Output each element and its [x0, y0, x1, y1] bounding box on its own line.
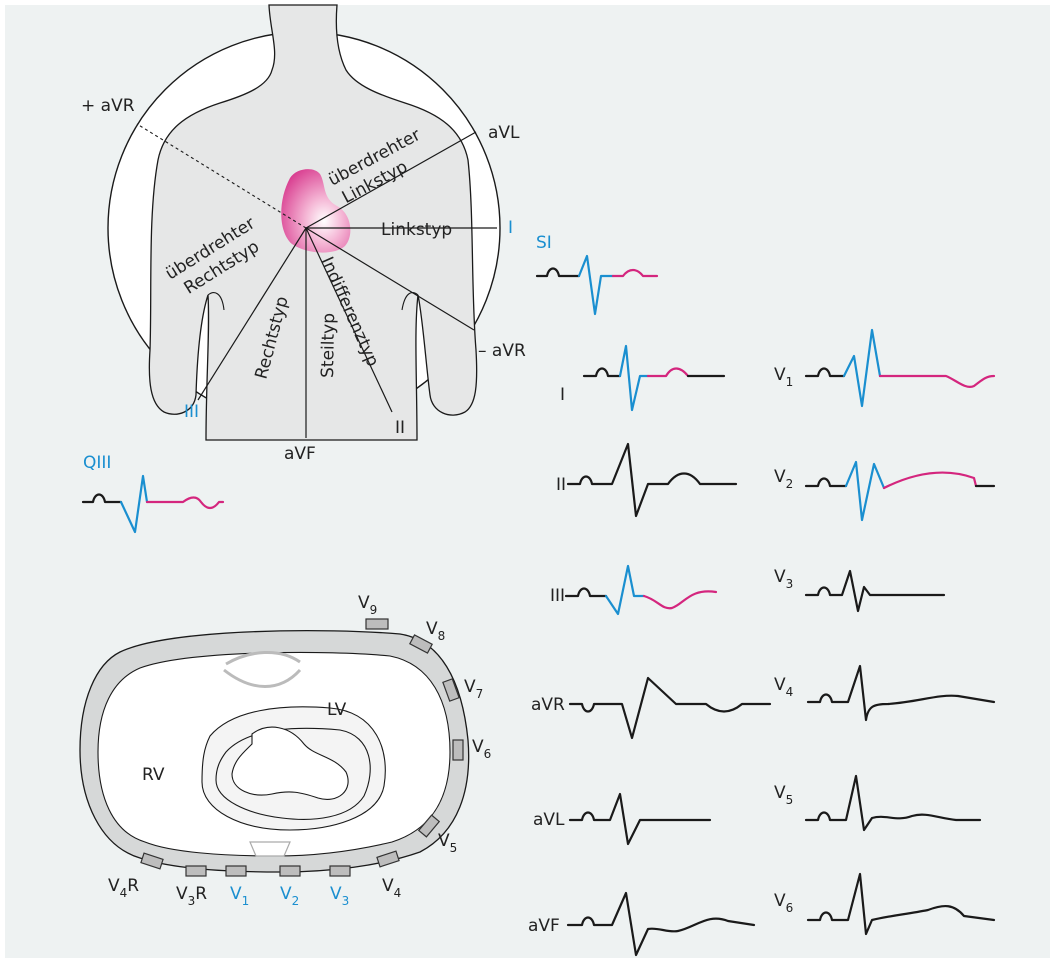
label-axis-i: I: [508, 218, 513, 238]
chest-lead-v6-sub: 6: [786, 901, 794, 915]
label-avl: aVL: [488, 123, 520, 143]
electrode-label-v4-base: V: [382, 876, 394, 896]
electrode-label-v3r-suffix: R: [195, 884, 207, 904]
sternum: [250, 842, 290, 856]
electrode-label-v6-base: V: [472, 737, 484, 757]
limb-lead-label-i: I: [560, 385, 565, 405]
chest-lead-v4-base: V: [774, 675, 786, 695]
label-axis-ii: II: [395, 418, 405, 438]
electrode-label-v1-sub: 1: [242, 894, 250, 908]
electrode-v6: [453, 740, 463, 760]
chest-lead-v6-base: V: [774, 891, 786, 911]
electrode-label-v3-sub: 3: [342, 894, 350, 908]
label-axis-avf: aVF: [284, 444, 316, 464]
label-lv: LV: [327, 700, 347, 720]
electrode-v2: [280, 866, 300, 876]
limb-lead-label-ii: II: [556, 475, 566, 495]
chest-lead-v5-base: V: [774, 783, 786, 803]
chest-lead-v4-sub: 4: [786, 685, 794, 699]
electrode-label-v2-sub: 2: [292, 894, 300, 908]
limb-lead-label-avr: aVR: [531, 695, 565, 715]
electrode-label-v7-sub: 7: [476, 687, 484, 701]
electrode-label-v3r-sub: 3: [188, 894, 196, 908]
label-steiltyp: Steiltyp: [318, 313, 339, 378]
label-minus-avr: – aVR: [478, 341, 526, 361]
limb-lead-label-avf: aVF: [528, 916, 560, 936]
electrode-label-v5-sub: 5: [450, 841, 458, 855]
electrode-label-v3-base: V: [330, 884, 342, 904]
electrode-label-v7-base: V: [464, 677, 476, 697]
marker-qiii: QIII: [83, 453, 111, 473]
electrode-label-v4r-sub: 4: [120, 886, 128, 900]
chest-lead-v3-sub: 3: [786, 577, 794, 591]
electrode-label-v9-base: V: [358, 593, 370, 613]
electrode-v3: [330, 866, 350, 876]
chest-lead-v5-sub: 5: [786, 793, 794, 807]
chest-lead-v1-sub: 1: [786, 375, 794, 389]
label-axis-iii: III: [184, 402, 199, 422]
label-rv: RV: [142, 765, 165, 785]
electrode-label-v9-sub: 9: [370, 603, 378, 617]
electrode-v1: [226, 866, 246, 876]
label-linkstyp: Linkstyp: [381, 220, 452, 240]
electrode-label-v8-base: V: [426, 619, 438, 639]
marker-si: SI: [536, 233, 552, 253]
chest-lead-v2-sub: 2: [786, 477, 794, 491]
electrode-label-v2-base: V: [280, 884, 292, 904]
electrode-label-v5-base: V: [438, 831, 450, 851]
electrode-v3r: [186, 866, 206, 876]
electrode-label-v1-base: V: [230, 884, 242, 904]
electrode-label-v4r-base: V: [108, 876, 120, 896]
limb-lead-label-avl: aVL: [533, 810, 565, 830]
electrode-label-v3r-base: V: [176, 884, 188, 904]
electrode-label-v6-sub: 6: [484, 747, 492, 761]
chest-lead-v1-base: V: [774, 365, 786, 385]
chest-lead-v3-base: V: [774, 567, 786, 587]
electrode-label-v4-sub: 4: [394, 886, 402, 900]
electrode-v9: [366, 619, 388, 629]
electrode-label-v8-sub: 8: [438, 629, 446, 643]
limb-lead-label-iii: III: [550, 586, 565, 606]
label-plus-avr: + aVR: [81, 96, 135, 116]
electrode-label-v4r-suffix: R: [127, 876, 139, 896]
chest-lead-v2-base: V: [774, 467, 786, 487]
